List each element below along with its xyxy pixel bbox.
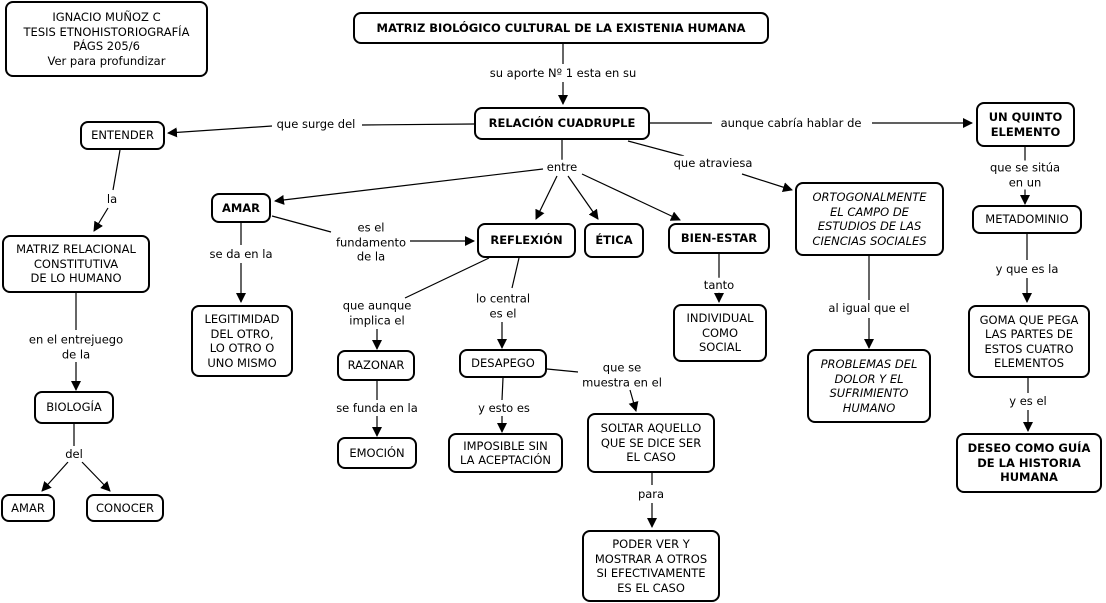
node-etica[interactable]: ÉTICA xyxy=(584,223,644,258)
connector-arrow xyxy=(93,207,109,232)
link-label-tanto: tanto xyxy=(701,277,737,293)
connector-line xyxy=(112,149,121,191)
connector-arrow xyxy=(41,461,69,492)
link-label-la: la xyxy=(104,191,120,207)
link-label-se-funda: se funda en la xyxy=(334,400,420,416)
link-label-al-igual: al igual que el xyxy=(826,300,912,316)
node-amar-main[interactable]: AMAR xyxy=(211,193,271,223)
author-note[interactable]: IGNACIO MUÑOZ C TESIS ETNOHISTORIOGRAFÍA… xyxy=(5,1,208,77)
node-ortogonalmente[interactable]: ORTOGONALMENTE EL CAMPO DE ESTUDIOS DE L… xyxy=(795,182,944,256)
connector-arrow xyxy=(741,173,793,193)
connector-arrow xyxy=(567,175,599,220)
connector-line xyxy=(546,368,579,373)
connector-arrow xyxy=(581,173,681,221)
node-individual-social[interactable]: INDIVIDUAL COMO SOCIAL xyxy=(673,304,767,362)
link-label-que-se-situa: que se sitúa en un xyxy=(984,160,1066,190)
node-poder-ver[interactable]: PODER VER Y MOSTRAR A OTROS SI EFECTIVAM… xyxy=(582,530,720,602)
link-label-para: para xyxy=(635,486,667,502)
link-label-y-es-el: y es el xyxy=(1007,393,1049,409)
node-goma[interactable]: GOMA QUE PEGA LAS PARTES DE ESTOS CUATRO… xyxy=(968,305,1090,378)
link-label-que-aunque: que aunque implica el xyxy=(340,298,414,328)
link-label-se-da: se da en la xyxy=(207,246,275,262)
connector-arrow xyxy=(167,125,273,138)
node-conocer[interactable]: CONOCER xyxy=(86,494,164,522)
link-label-fundamento: es el fundamento de la xyxy=(333,220,409,264)
connector-arrow xyxy=(535,175,558,220)
connector-line xyxy=(627,140,685,157)
connector-arrow xyxy=(274,168,544,205)
link-label-entre: entre xyxy=(544,159,580,175)
connector-arrow xyxy=(81,461,111,492)
link-label-aunque-cabria: aunque cabría hablar de xyxy=(718,115,864,131)
link-label-que-atraviesa: que atraviesa xyxy=(671,155,755,171)
connector-line xyxy=(511,257,520,289)
link-label-su-aporte: su aporte Nº 1 esta en su xyxy=(487,65,639,81)
node-matriz-biologico-cultural[interactable]: MATRIZ BIOLÓGICO CULTURAL DE LA EXISTENI… xyxy=(353,12,769,44)
link-label-que-se-muestra: que se muestra en el xyxy=(580,360,664,390)
node-legitimidad[interactable]: LEGITIMIDAD DEL OTRO, LO OTRO O UNO MISM… xyxy=(191,305,293,377)
node-soltar[interactable]: SOLTAR AQUELLO QUE SE DICE SER EL CASO xyxy=(587,413,715,473)
link-label-entrejuego: en el entrejuego de la xyxy=(26,332,126,362)
connector-arrow xyxy=(628,389,639,412)
link-label-que-surge: que surge del xyxy=(274,116,358,132)
node-deseo[interactable]: DESEO COMO GUÍA DE LA HISTORIA HUMANA xyxy=(956,433,1102,493)
node-un-quinto-elemento[interactable]: UN QUINTO ELEMENTO xyxy=(976,102,1075,147)
node-biologia[interactable]: BIOLOGÍA xyxy=(34,391,114,424)
node-problemas-dolor[interactable]: PROBLEMAS DEL DOLOR Y EL SUFRIMIENTO HUM… xyxy=(807,349,931,423)
node-bien-estar[interactable]: BIEN-ESTAR xyxy=(668,223,770,254)
link-label-y-esto: y esto es xyxy=(476,400,532,416)
connector-line xyxy=(501,377,504,401)
node-desapego[interactable]: DESAPEGO xyxy=(459,349,547,378)
node-matriz-relacional[interactable]: MATRIZ RELACIONAL CONSTITUTIVA DE LO HUM… xyxy=(2,235,150,293)
node-amar-biologia[interactable]: AMAR xyxy=(1,494,55,522)
node-entender[interactable]: ENTENDER xyxy=(80,121,165,150)
connector-line xyxy=(361,123,475,126)
node-relacion-cuadruple[interactable]: RELACIÓN CUADRUPLE xyxy=(474,107,650,140)
connector-line xyxy=(271,215,332,233)
node-metadominio[interactable]: METADOMINIO xyxy=(972,205,1082,234)
connector-line xyxy=(404,257,490,299)
node-reflexion[interactable]: REFLEXIÓN xyxy=(477,223,576,258)
node-imposible[interactable]: IMPOSIBLE SIN LA ACEPTACIÓN xyxy=(448,433,563,473)
link-label-y-que-es: y que es la xyxy=(993,261,1061,277)
link-label-del: del xyxy=(63,446,85,462)
link-label-lo-central: lo central es el xyxy=(473,291,533,321)
node-razonar[interactable]: RAZONAR xyxy=(337,350,415,381)
node-emocion[interactable]: EMOCIÓN xyxy=(337,437,417,469)
